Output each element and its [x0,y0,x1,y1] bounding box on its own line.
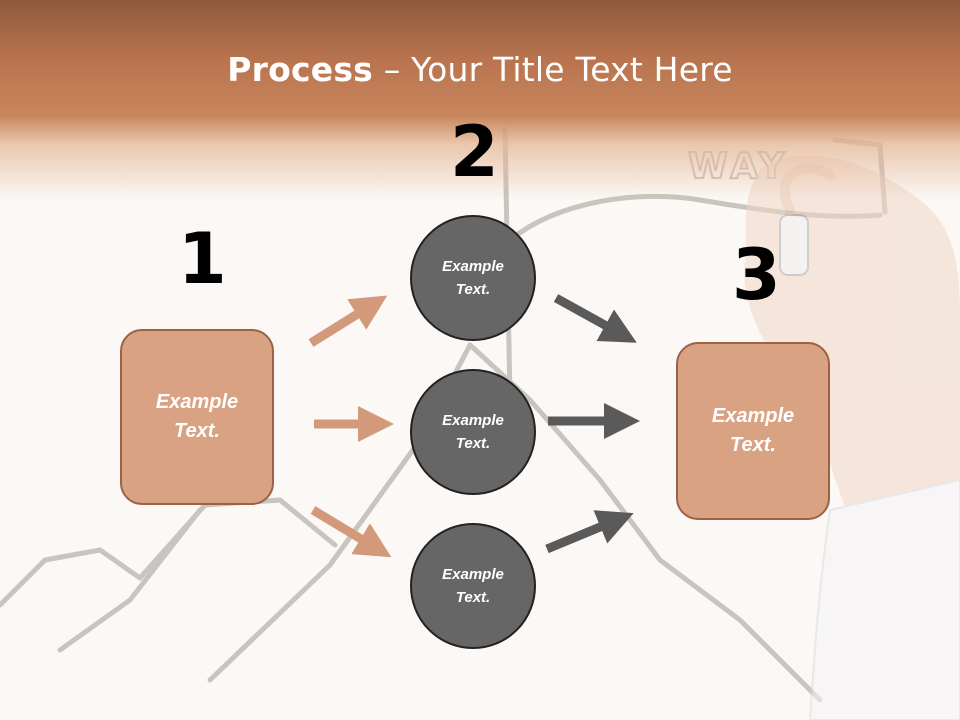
slide-title[interactable]: Process – Your Title Text Here [0,50,960,89]
title-rest: – Your Title Text Here [373,50,733,89]
title-band [0,0,960,200]
step-1-box-line-2: Text. [174,420,220,442]
left-mountain-line [0,497,338,608]
circle-top-line-1: Example [442,258,504,275]
left-mountain-line-2 [57,507,203,653]
step-1-box-line-1: Example [155,391,239,413]
step-number-3: 3 [732,234,781,316]
arrow-bottom-to-3 [545,510,634,554]
circle-middle-line-1: Example [442,412,504,429]
title-bold: Process [227,50,374,89]
arrow-1-to-top [308,295,388,347]
step-number-2: 2 [450,111,499,193]
step-number-1: 1 [178,218,227,300]
circle-bottom-line-1: Example [442,566,504,583]
hand-illustration [744,155,960,720]
arrow-1-to-bottom [310,506,392,558]
circle-middle-line-2: Text. [455,435,491,452]
circle-bottom-line-2: Text. [455,589,491,606]
circle-top-line-2: Text. [455,281,491,298]
step-3-box-line-2: Text. [730,434,776,456]
step-3-box-line-1: Example [711,405,795,427]
arrow-top-to-3 [553,294,637,343]
